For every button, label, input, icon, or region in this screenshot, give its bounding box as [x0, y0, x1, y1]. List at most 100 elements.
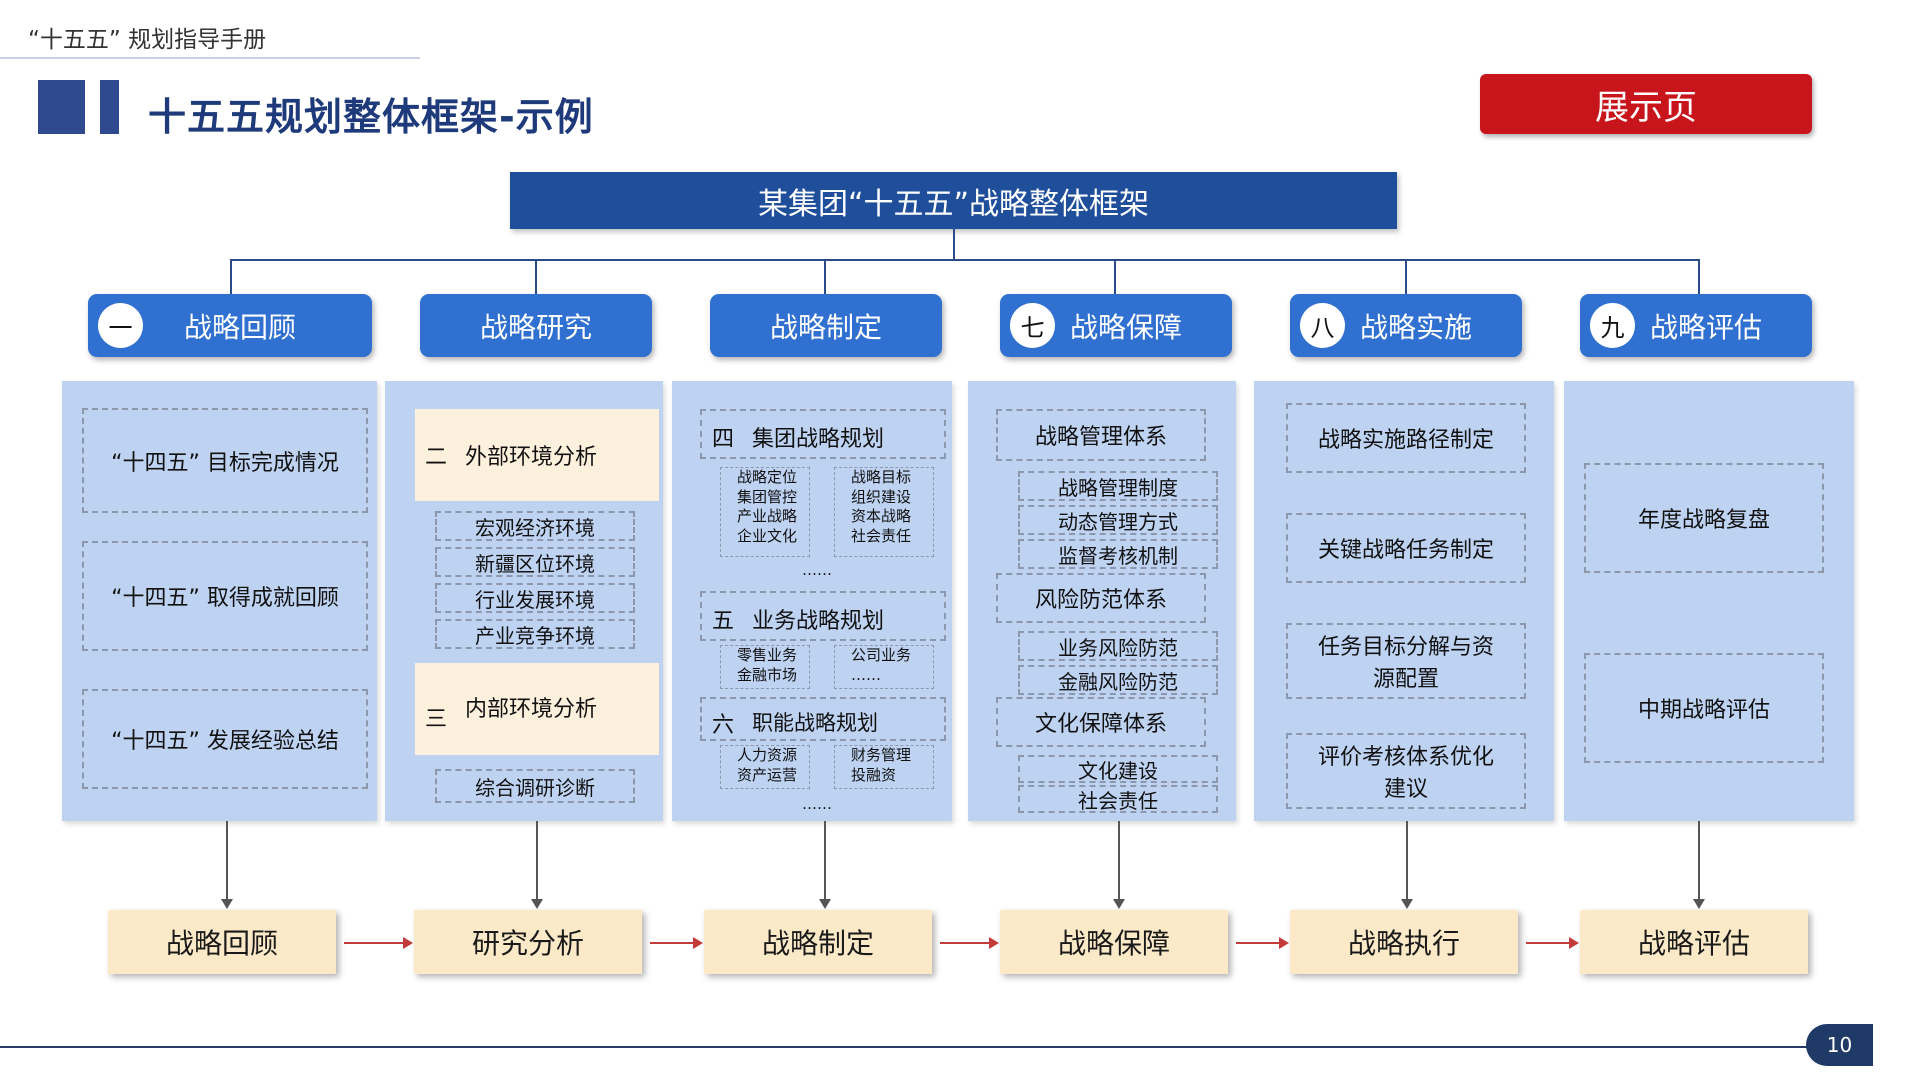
list-item: 资产运营	[737, 765, 798, 784]
flow-step-3: 战略制定	[704, 910, 932, 974]
implementation-item-4: 评价考核体系优化建议	[1286, 733, 1526, 809]
root-connector-bar	[230, 259, 1700, 261]
arrow-head	[693, 937, 703, 949]
panel-review: “十四五” 目标完成情况 “十四五” 取得成就回顾 “十四五” 发展经验总结	[62, 381, 377, 821]
external-analysis-header: 二 外部环境分析	[415, 409, 659, 501]
connector-drop-1	[230, 259, 232, 295]
group-left-list: 战略定位 集团管控 产业战略 企业文化	[720, 467, 810, 557]
section-number: 五	[712, 609, 735, 634]
function-left-list: 人力资源 资产运营	[720, 745, 810, 789]
external-item: 宏观经济环境	[435, 511, 635, 541]
down-arrow	[1406, 821, 1408, 901]
framework-root: 某集团“十五五”战略整体框架	[510, 172, 1397, 229]
section-label: 业务战略规划	[752, 609, 885, 634]
section-label: 职能战略规划	[752, 711, 878, 735]
review-item-3: “十四五” 发展经验总结	[82, 689, 368, 789]
flow-arrow	[1526, 942, 1570, 944]
arrow-head	[1113, 899, 1125, 909]
list-item: 战略定位	[737, 468, 798, 486]
flow-step-5: 战略执行	[1290, 910, 1518, 974]
management-item: 动态管理方式	[1018, 505, 1218, 535]
list-item: 集团管控	[737, 487, 798, 506]
panel-assurance: 战略管理体系 战略管理制度 动态管理方式 监督考核机制 风险防范体系 业务风险防…	[968, 381, 1236, 821]
implementation-item-2: 关键战略任务制定	[1286, 513, 1526, 583]
internal-analysis-header: 三 内部环境分析	[415, 663, 659, 755]
panel-research: 二 外部环境分析 宏观经济环境 新疆区位环境 行业发展环境 产业竞争环境 三 内…	[385, 381, 663, 821]
number-circle: 九	[1590, 303, 1635, 348]
flow-step-6: 战略评估	[1580, 910, 1808, 974]
arrow-head	[221, 899, 233, 909]
list-item: 企业文化	[737, 526, 798, 545]
arrow-head	[819, 899, 831, 909]
connector-drop-4	[1114, 259, 1116, 295]
function-strategy-header: 六 职能战略规划	[700, 697, 946, 741]
connector-drop-3	[824, 259, 826, 295]
showcase-badge: 展示页	[1480, 74, 1812, 134]
list-item: 财务管理	[851, 746, 912, 764]
section-number: 六	[712, 713, 735, 738]
category-research: 战略研究	[420, 294, 652, 357]
more-indicator: ……	[802, 561, 832, 579]
section-label: 内部环境分析	[465, 697, 598, 722]
list-item: ……	[851, 665, 881, 684]
panel-formulation: 四 集团战略规划 战略定位 集团管控 产业战略 企业文化 战略目标 组织建设 资…	[672, 381, 952, 821]
category-evaluation: 九 战略评估	[1580, 294, 1812, 357]
list-item: 公司业务	[851, 646, 912, 664]
business-right-list: 公司业务 ……	[834, 645, 934, 689]
external-item: 行业发展环境	[435, 583, 635, 613]
category-assurance: 七 战略保障	[1000, 294, 1232, 357]
culture-item: 文化建设	[1018, 755, 1218, 783]
title-decoration-block	[38, 80, 85, 134]
page-number: 10	[1806, 1024, 1873, 1066]
list-item: 产业战略	[737, 507, 798, 525]
connector-drop-5	[1405, 259, 1407, 295]
panel-implementation: 战略实施路径制定 关键战略任务制定 任务目标分解与资源配置 评价考核体系优化建议	[1254, 381, 1554, 821]
group-right-list: 战略目标 组织建设 资本战略 社会责任	[834, 467, 934, 557]
business-left-list: 零售业务 金融市场	[720, 645, 810, 689]
risk-system-header: 风险防范体系	[996, 573, 1206, 623]
number-circle: 八	[1300, 303, 1345, 348]
category-implementation: 八 战略实施	[1290, 294, 1522, 357]
more-indicator: ……	[802, 795, 832, 813]
risk-item: 金融风险防范	[1018, 665, 1218, 695]
arrow-head	[1569, 937, 1579, 949]
connector-drop-2	[535, 259, 537, 295]
list-item: 零售业务	[737, 646, 798, 664]
connector-drop-6	[1698, 259, 1700, 295]
culture-item: 社会责任	[1018, 785, 1218, 813]
group-strategy-header: 四 集团战略规划	[700, 409, 946, 459]
management-item: 战略管理制度	[1018, 471, 1218, 501]
document-title: “十五五” 规划指导手册	[28, 27, 267, 53]
implementation-item-1: 战略实施路径制定	[1286, 403, 1526, 473]
category-formulation: 战略制定	[710, 294, 942, 357]
down-arrow	[226, 821, 228, 901]
footer-divider	[0, 1046, 1815, 1048]
list-item: 战略目标	[851, 468, 912, 486]
arrow-head	[989, 937, 999, 949]
category-label: 战略研究	[479, 310, 592, 344]
evaluation-item-1: 年度战略复盘	[1584, 463, 1824, 573]
external-item: 新疆区位环境	[435, 547, 635, 577]
list-item: 组织建设	[851, 487, 912, 506]
management-item: 监督考核机制	[1018, 539, 1218, 569]
panel-evaluation: 年度战略复盘 中期战略评估	[1564, 381, 1854, 821]
page-title: 十五五规划整体框架-示例	[148, 95, 594, 139]
list-item: 社会责任	[851, 526, 912, 545]
arrow-head	[1401, 899, 1413, 909]
flow-step-4: 战略保障	[1000, 910, 1228, 974]
function-right-list: 财务管理 投融资	[834, 745, 934, 789]
external-item: 产业竞争环境	[435, 619, 635, 649]
internal-item: 综合调研诊断	[435, 769, 635, 803]
title-decoration-bar	[100, 80, 119, 134]
business-strategy-header: 五 业务战略规划	[700, 591, 946, 641]
section-number: 三	[425, 707, 448, 732]
flow-arrow	[344, 942, 404, 944]
arrow-head	[531, 899, 543, 909]
list-item: 资本战略	[851, 507, 912, 525]
arrow-head	[1693, 899, 1705, 909]
down-arrow	[1698, 821, 1700, 901]
down-arrow	[824, 821, 826, 901]
review-item-1: “十四五” 目标完成情况	[82, 408, 368, 513]
category-label: 战略保障	[1069, 310, 1182, 344]
flow-step-2: 研究分析	[414, 910, 642, 974]
